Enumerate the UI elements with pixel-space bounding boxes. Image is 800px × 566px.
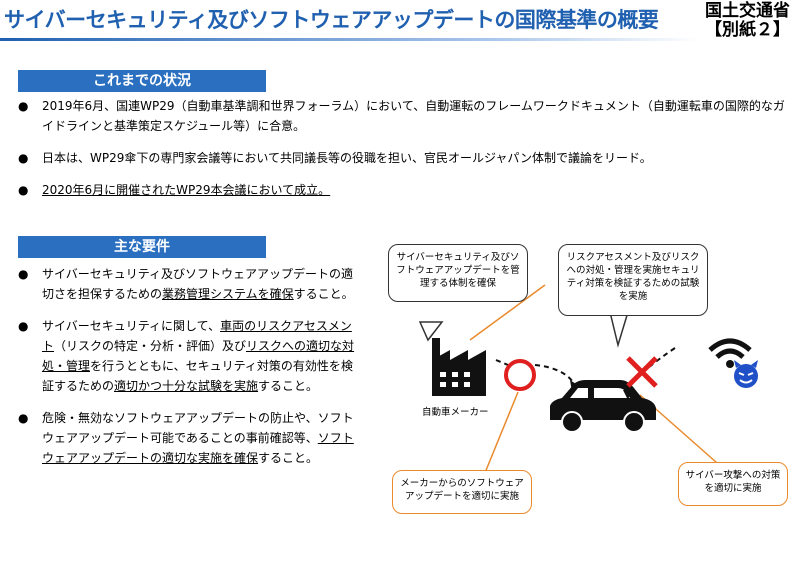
callout-cyber-attack: サイバー攻撃への対策を適切に実施 [678,462,788,506]
section-heading-situation: これまでの状況 [18,70,266,92]
title-bar: サイバーセキュリティ及びソフトウェアアップデートの国際基準の概要 国土交通省 【… [0,0,800,44]
wifi-icon [708,338,752,368]
factory-icon [432,338,486,396]
callout-software-update: メーカーからのソフトウェアアップデートを適切に実施 [392,470,532,514]
list-item: 日本は、WP29傘下の専門家会議等において共同議長等の役職を担い、官民オールジャ… [18,148,788,168]
list-item: 危険・無効なソフトウェアアップデートの防止や、ソフトウェアアップデート可能である… [18,408,358,468]
callout-tail [418,321,444,342]
ministry-name: 国土交通省 [705,1,790,21]
list-item: 2019年6月、国連WP29（自動車基準調和世界フォーラム）において、自動運転の… [18,96,788,136]
callout-management-system: サイバーセキュリティ及びソフトウェアアップデートを管理する体制を確保 [388,244,528,302]
ok-circle-icon [504,359,536,391]
list-item: サイバーセキュリティ及びソフトウェアアップデートの適切さを担保するための業務管理… [18,264,358,304]
cross-icon [626,356,658,388]
callout-tail [609,311,630,348]
ministry-label: 国土交通省 【別紙２】 [705,2,790,40]
page-title: サイバーセキュリティ及びソフトウェアアップデートの国際基準の概要 [4,8,659,32]
section-heading-requirements: 主な要件 [18,236,266,258]
diagram-lines [418,284,758,486]
situation-list: 2019年6月、国連WP29（自動車基準調和世界フォーラム）において、自動運転の… [18,96,788,200]
manufacturer-label: 自動車メーカー [422,407,489,418]
callout-line-orange [469,284,546,341]
attachment-label: 【別紙２】 [705,20,790,40]
title-underline [0,38,700,41]
devil-icon [734,360,758,388]
list-item: 2020年6月に開催されたWP29本会議において成立。 [18,180,788,200]
requirements-list: サイバーセキュリティ及びソフトウェアアップデートの適切さを担保するための業務管理… [18,264,358,468]
callout-line-orange [479,391,519,486]
update-arrow [534,364,576,386]
list-item: サイバーセキュリティに関して、車両のリスクアセスメント（リスクの特定・分析・評価… [18,316,358,396]
car-icon [550,380,656,433]
callout-risk-assessment: リスクアセスメント及びリスクへの対処・管理を実施セキュリティ対策を検証するための… [558,244,708,316]
